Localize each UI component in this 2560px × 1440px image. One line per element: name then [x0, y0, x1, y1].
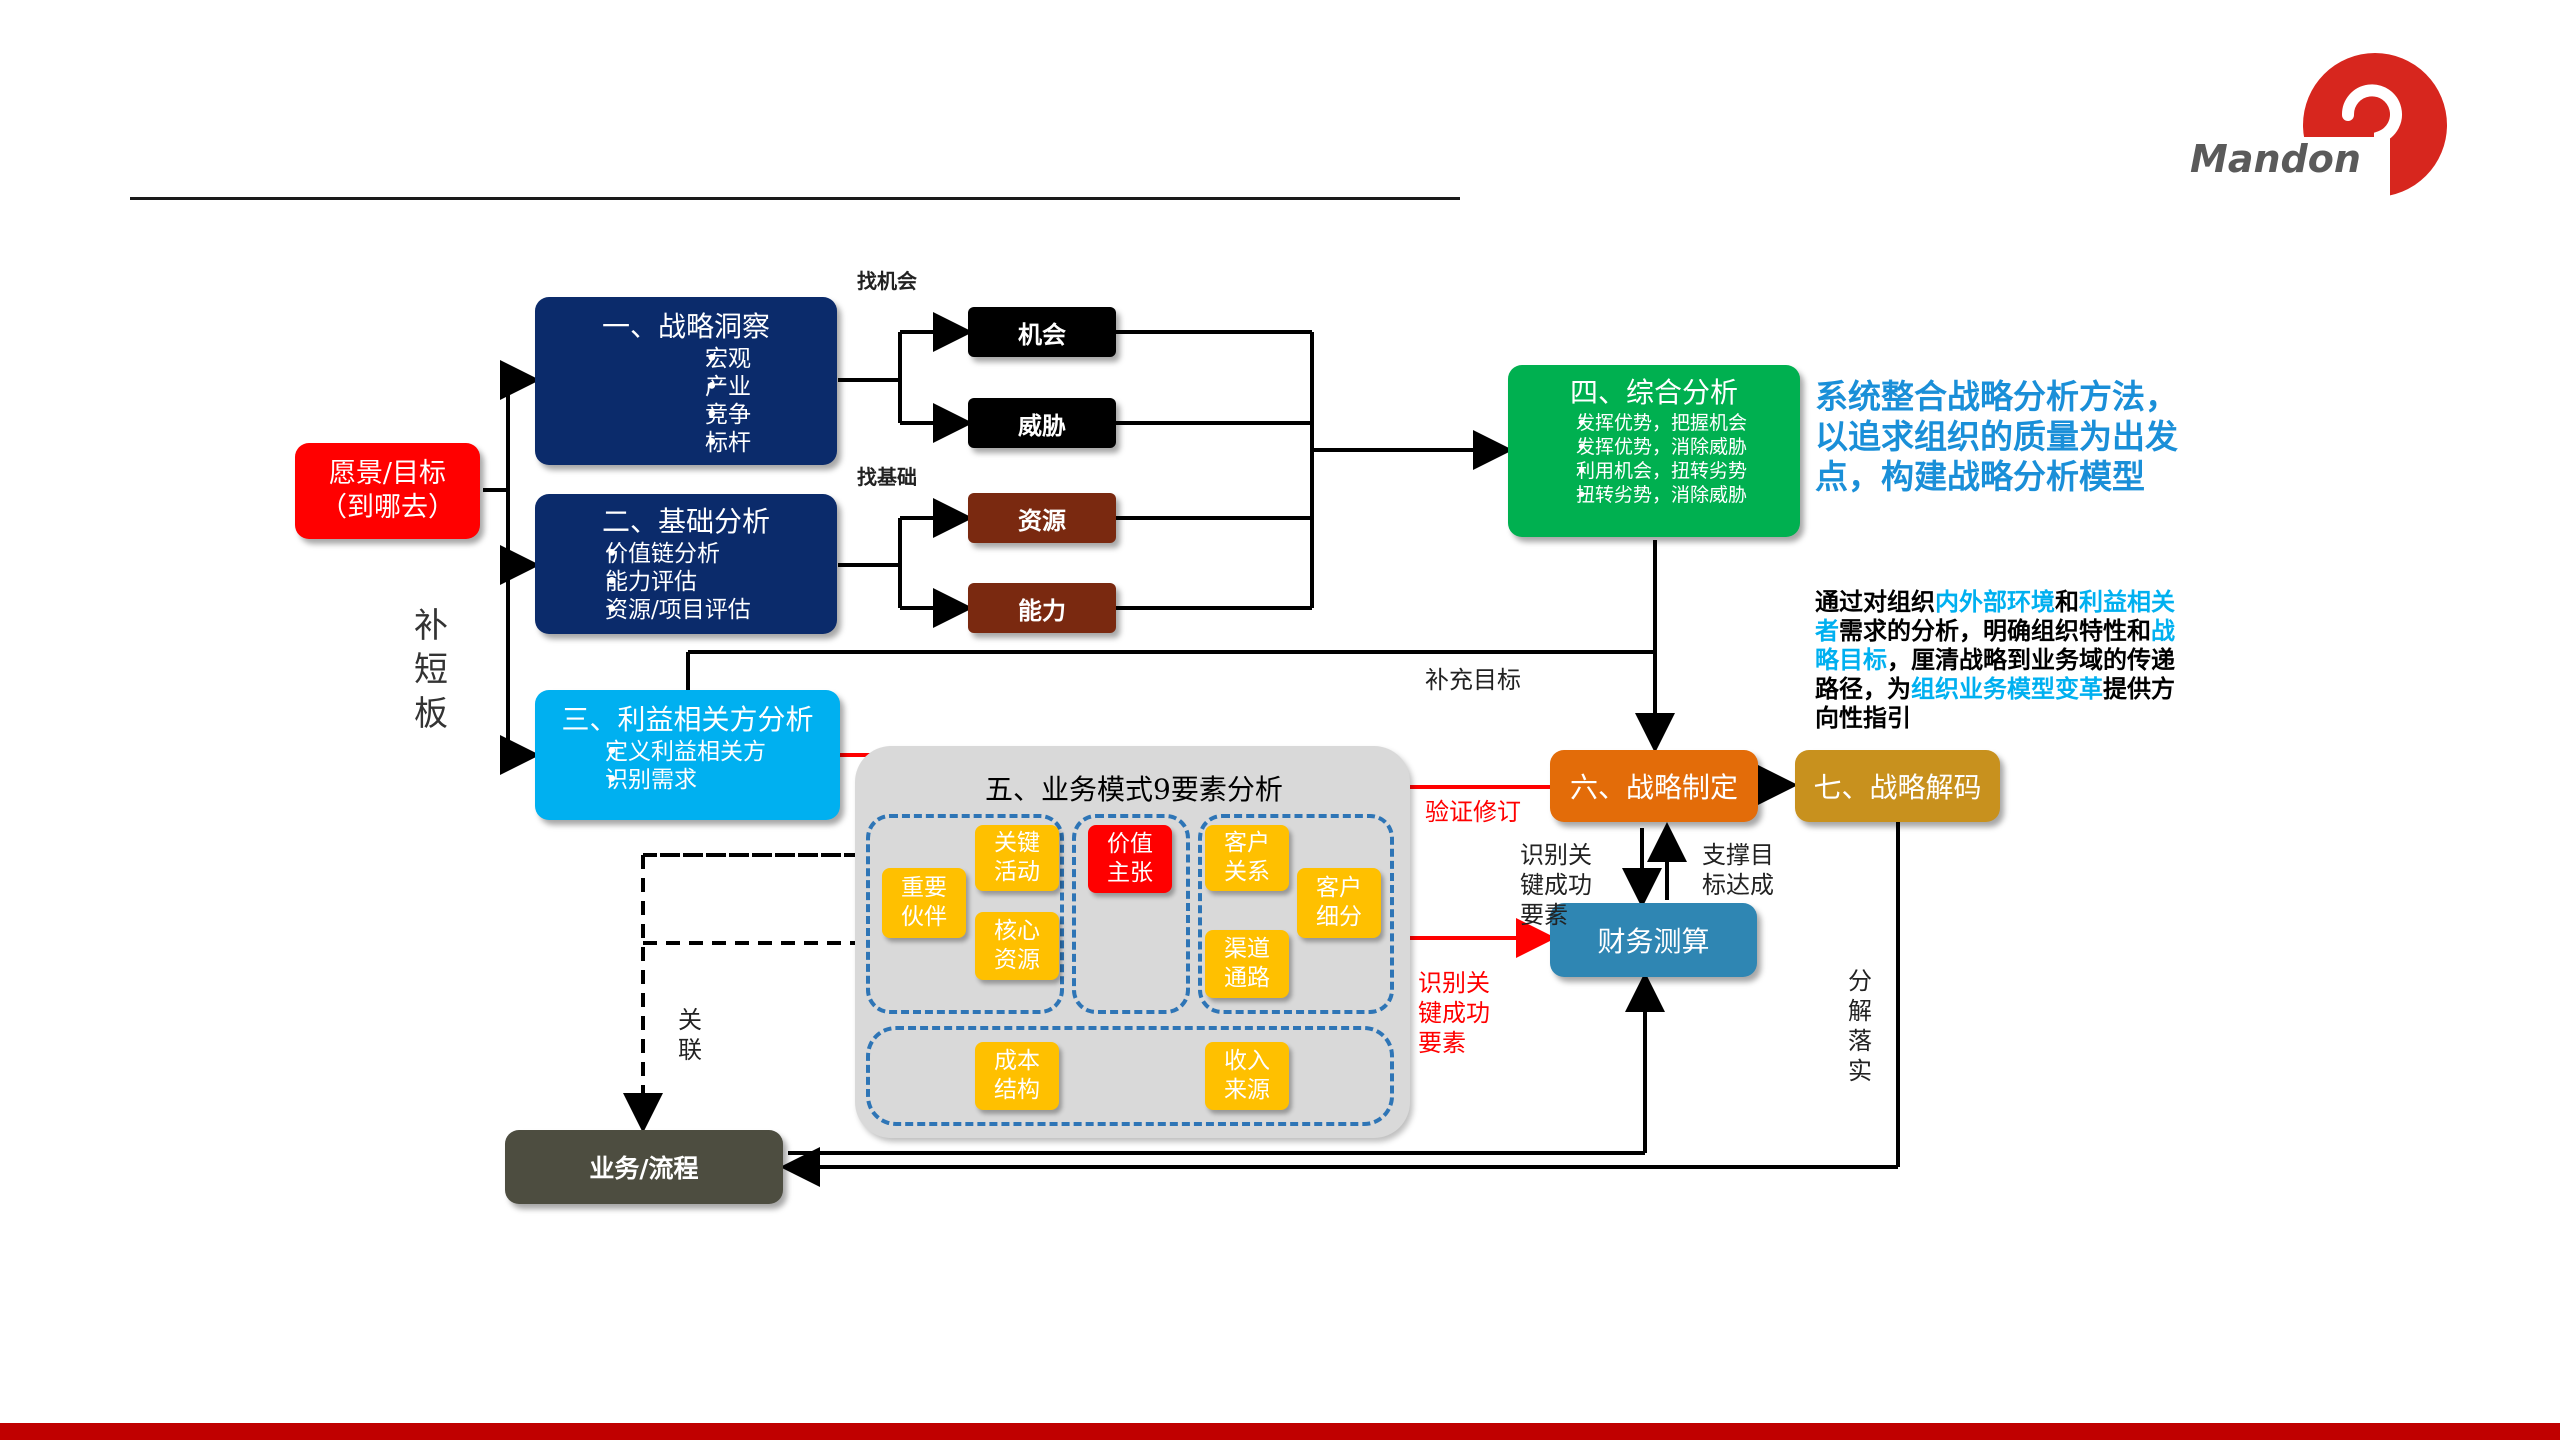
label-find-opportunity: 找机会	[857, 269, 917, 293]
list-item: 标杆	[685, 429, 837, 457]
label-decompose: 分解落实	[1848, 967, 1872, 1085]
desc-part-3: 需求的分析，明确组织特性和	[1839, 617, 2151, 645]
list-item: 产业	[685, 373, 837, 401]
list-item: 识别需求	[565, 766, 840, 794]
list-item: 价值链分析	[575, 540, 837, 568]
synthesis-analysis-box: 四、综合分析 发挥优势，把握机会 发挥优势，消除威胁 利用机会，扭转劣势 扭转劣…	[1508, 365, 1800, 537]
customer-segments: 客户细分	[1297, 868, 1381, 938]
strategic-insight-list: 宏观 产业 竞争 标杆	[535, 345, 837, 457]
opportunity-box: 机会	[968, 307, 1116, 357]
desc-part-4: ，厘清战略到业务域的传递路径，为	[1815, 646, 2175, 703]
label-find-basis: 找基础	[857, 465, 917, 489]
value-group-outline	[1072, 814, 1190, 1014]
desc-part-1: 通过对组织	[1815, 588, 1935, 616]
business-model-title: 五、业务模式9要素分析	[985, 773, 1283, 806]
title-rule	[130, 197, 1460, 200]
label-support-goal: 支撑目标达成	[1702, 841, 1774, 899]
list-item: 发挥优势，消除威胁	[1548, 435, 1800, 459]
list-item: 扭转劣势，消除威胁	[1548, 483, 1800, 507]
desc-part-2: 和	[2055, 588, 2079, 616]
stakeholder-analysis-title: 三、利益相关方分析	[561, 703, 814, 736]
business-process-box: 业务/流程	[505, 1130, 783, 1204]
vision-goal-box: 愿景/目标 （到哪去）	[295, 443, 480, 539]
finance-group-outline	[866, 1026, 1394, 1126]
key-activities: 关键活动	[975, 825, 1059, 891]
list-item: 资源/项目评估	[575, 596, 837, 624]
description-note: 通过对组织内外部环境和利益相关者需求的分析，明确组织特性和战略目标，厘清战略到业…	[1815, 588, 2175, 733]
label-supplement-weakness: 补短板	[414, 606, 448, 734]
logo-text: Mandon	[2190, 137, 2361, 181]
strategy-formulation-box: 六、战略制定	[1550, 750, 1758, 822]
revenue-streams: 收入来源	[1205, 1042, 1289, 1110]
list-item: 利用机会，扭转劣势	[1548, 459, 1800, 483]
strategic-insight-box: 一、战略洞察 宏观 产业 竞争 标杆	[535, 297, 837, 465]
key-partners: 重要伙伴	[882, 868, 966, 938]
customer-relationships: 客户关系	[1205, 825, 1289, 891]
value-proposition: 价值主张	[1088, 825, 1172, 893]
vision-line-2: （到哪去）	[320, 492, 455, 523]
label-identify-ksf: 识别关键成功要素	[1520, 841, 1592, 929]
list-item: 竞争	[685, 401, 837, 429]
mandon-logo: Mandon	[2190, 45, 2470, 207]
desc-highlight-3: 战略目标	[1815, 617, 2175, 674]
stakeholder-analysis-list: 定义利益相关方 识别需求	[535, 738, 840, 794]
logo-mark-icon	[2290, 53, 2447, 207]
list-item: 宏观	[685, 345, 837, 373]
resource-box: 资源	[968, 493, 1116, 543]
customer-group-outline	[1198, 814, 1394, 1014]
key-resources: 核心资源	[975, 912, 1059, 980]
synthesis-analysis-list: 发挥优势，把握机会 发挥优势，消除威胁 利用机会，扭转劣势 扭转劣势，消除威胁	[1508, 411, 1800, 507]
synthesis-analysis-title: 四、综合分析	[1569, 376, 1738, 409]
footer-bar	[0, 1423, 2560, 1440]
desc-part-5: 提供方向性指引	[1815, 675, 2175, 732]
label-association: 关联	[678, 1006, 702, 1064]
basic-analysis-box: 二、基础分析 价值链分析 能力评估 资源/项目评估	[535, 494, 837, 634]
cost-structure: 成本结构	[975, 1042, 1059, 1110]
label-verify-revise: 验证修订	[1425, 798, 1521, 826]
vision-line-1: 愿景/目标	[328, 458, 447, 489]
channels: 渠道通路	[1205, 930, 1289, 998]
capability-box: 能力	[968, 583, 1116, 633]
desc-highlight-1: 内外部环境	[1935, 588, 2055, 616]
method-note: 系统整合战略分析方法，以追求组织的质量为出发点，构建战略分析模型	[1815, 377, 2178, 496]
label-supplement-goal: 补充目标	[1425, 666, 1521, 694]
basic-analysis-title: 二、基础分析	[601, 505, 770, 538]
financial-calculation-box: 财务测算	[1550, 903, 1757, 977]
strategic-insight-title: 一、战略洞察	[601, 310, 770, 343]
desc-highlight-2: 利益相关者	[1815, 588, 2175, 645]
desc-highlight-4: 组织业务模型变革	[1911, 675, 2103, 703]
list-item: 发挥优势，把握机会	[1548, 411, 1800, 435]
business-model-panel	[855, 746, 1410, 1138]
basic-analysis-list: 价值链分析 能力评估 资源/项目评估	[535, 540, 837, 624]
list-item: 能力评估	[575, 568, 837, 596]
strategy-decoding-box: 七、战略解码	[1795, 750, 2000, 822]
threat-box: 威胁	[968, 398, 1116, 448]
partner-group-outline	[866, 814, 1064, 1014]
stakeholder-analysis-box: 三、利益相关方分析 定义利益相关方 识别需求	[535, 690, 840, 820]
list-item: 定义利益相关方	[565, 738, 840, 766]
label-identify-ksf-red: 识别关键成功要素	[1418, 969, 1490, 1057]
